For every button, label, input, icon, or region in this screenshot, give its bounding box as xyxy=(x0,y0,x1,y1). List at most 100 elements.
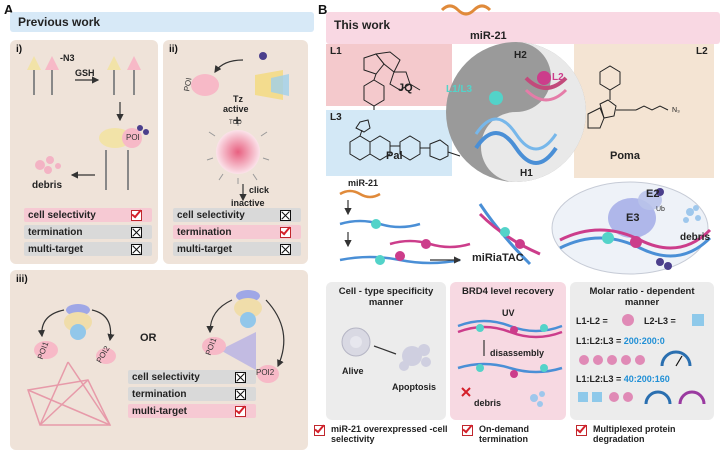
disassembly-label: disassembly xyxy=(490,348,545,358)
subpanel-ii-tz: Tz xyxy=(233,94,243,104)
ternary-complex xyxy=(551,181,712,275)
subpanel-ii-rows: cell selectivity termination multi-targe… xyxy=(173,208,301,256)
bottom-caption-3: Multiplexed protein degradation xyxy=(576,424,716,444)
pal-structure xyxy=(349,119,461,161)
feature-box-cell-type: Cell - type specificity manner Alive Apo… xyxy=(326,282,446,420)
l1-block xyxy=(326,44,452,106)
l2-block xyxy=(574,44,714,178)
subpanel-ii: ii) POI Tz active + TCO click inactive c… xyxy=(163,40,308,264)
check-icon xyxy=(280,226,291,238)
subpanel-i-label: i) xyxy=(16,44,23,55)
miriatac-label: miRiaTAC xyxy=(472,252,524,264)
x-icon xyxy=(235,388,246,400)
mir21-strand-top xyxy=(440,4,492,16)
subpanel-iii: iii) POI1 POI2 OR POI1 POI2 cell selecti… xyxy=(10,270,308,450)
row-termination: termination xyxy=(24,225,152,239)
l2-sphere-label: L2 xyxy=(552,72,564,83)
mir21-top-label: miR-21 xyxy=(470,30,507,42)
subpanel-iii-poi2-right: POI2 xyxy=(256,368,275,377)
check-icon xyxy=(131,209,142,221)
row-cell-selectivity: cell selectivity xyxy=(24,208,152,222)
cell-illustration xyxy=(341,327,431,371)
check-icon xyxy=(576,425,587,436)
row-multi-target: multi-target xyxy=(128,404,256,418)
e3-label: E3 xyxy=(626,212,640,224)
feature-box-molar-ratio: Molar ratio - dependent manner L1-L2 = L… xyxy=(570,282,714,420)
subpanel-i: i) -N3 GSH POI debris cell selectivity t… xyxy=(10,40,158,264)
row-termination: termination xyxy=(173,225,301,239)
subpanel-ii-tco: TCO xyxy=(229,120,242,126)
x-icon xyxy=(280,243,291,255)
subpanel-i-gsh: GSH xyxy=(75,68,95,78)
l3-label: L3 xyxy=(330,112,342,123)
subpanel-ii-illustration xyxy=(191,52,289,202)
l2-block-label: L2 xyxy=(696,46,708,57)
feature-box-title: Molar ratio - dependent manner xyxy=(589,286,695,308)
alive-label: Alive xyxy=(342,366,364,376)
subpanel-ii-label: ii) xyxy=(169,44,178,55)
brd4-debris-label: debris xyxy=(474,398,502,408)
subpanel-i-illustration xyxy=(27,56,149,190)
ratio2: L1:L2:L3 = 40:200:160 xyxy=(576,374,670,384)
l1l3-label: L1/L3 xyxy=(446,84,473,95)
subpanel-iii-rows: cell selectivity termination multi-targe… xyxy=(128,370,256,418)
panel-a-title: Previous work xyxy=(10,12,314,32)
row-multi-target: multi-target xyxy=(173,242,301,256)
bottom-caption-2: On-demand termination xyxy=(462,424,572,444)
pink-sphere-icon xyxy=(622,314,634,326)
svg-text:N₃: N₃ xyxy=(672,107,680,114)
x-icon xyxy=(131,226,142,238)
feature-box-title: Cell - type specificity manner xyxy=(338,286,434,308)
poma-label: Poma xyxy=(610,150,640,162)
ub-label: Ub xyxy=(656,206,665,213)
h1-label: H1 xyxy=(520,168,533,179)
check-icon xyxy=(314,425,325,436)
subpanel-i-n3: -N3 xyxy=(60,53,75,63)
e2-label: E2 xyxy=(646,188,660,200)
subpanel-ii-inactive: inactive xyxy=(231,198,265,208)
feature-box-title: BRD4 level recovery xyxy=(462,286,554,297)
subpanel-i-debris: debris xyxy=(32,180,63,191)
subpanel-i-poi: POI xyxy=(126,133,140,142)
bottom-caption-1: miR-21 overexpressed -cell selectivity xyxy=(314,424,454,444)
uv-label: UV xyxy=(502,308,515,318)
subpanel-ii-active: active xyxy=(223,104,249,114)
subpanel-ii-click: click xyxy=(249,185,270,195)
x-icon xyxy=(235,371,246,383)
l3-block xyxy=(326,110,452,176)
row-multi-target: multi-target xyxy=(24,242,152,256)
mir21-mid-label: miR-21 xyxy=(348,178,379,188)
plus-icon: + xyxy=(233,112,242,128)
jq-label: JQ xyxy=(398,82,413,94)
check-icon xyxy=(235,405,246,417)
poma-structure: N₃ xyxy=(587,65,680,129)
yin-yang-assembly xyxy=(446,42,586,182)
x-icon xyxy=(280,209,291,221)
x-icon xyxy=(131,243,142,255)
row-cell-selectivity: cell selectivity xyxy=(173,208,301,222)
eq-l1-l2: L1-L2 = xyxy=(576,316,608,326)
row-termination: termination xyxy=(128,387,256,401)
mechanism-steps xyxy=(339,189,541,266)
subpanel-iii-or: OR xyxy=(140,332,157,344)
brd4-illustration xyxy=(457,319,563,407)
ratio2-illustration xyxy=(578,390,706,405)
ratio1: L1:L2:L3 = 200:200:0 xyxy=(576,336,665,346)
l1-label: L1 xyxy=(330,46,342,57)
row-cell-selectivity: cell selectivity xyxy=(128,370,256,384)
apoptosis-label: Apoptosis xyxy=(392,382,436,392)
h2-label: H2 xyxy=(514,50,527,61)
blue-cube-icon xyxy=(692,314,704,326)
debris-label-b: debris xyxy=(680,232,711,243)
check-icon xyxy=(462,425,473,436)
ratio1-illustration xyxy=(579,350,692,367)
pal-label: Pal xyxy=(386,150,403,162)
subpanel-iii-label: iii) xyxy=(16,274,28,285)
panel-b-letter: B xyxy=(318,2,328,17)
feature-box-brd4: BRD4 level recovery UV disassembly debri… xyxy=(450,282,566,420)
panel-b-title: This work xyxy=(326,12,720,44)
panel-a-letter: A xyxy=(4,2,14,17)
eq-l2-l3: L2-L3 = xyxy=(644,316,676,326)
subpanel-iii-illustration xyxy=(27,290,285,426)
subpanel-i-rows: cell selectivity termination multi-targe… xyxy=(24,208,152,256)
